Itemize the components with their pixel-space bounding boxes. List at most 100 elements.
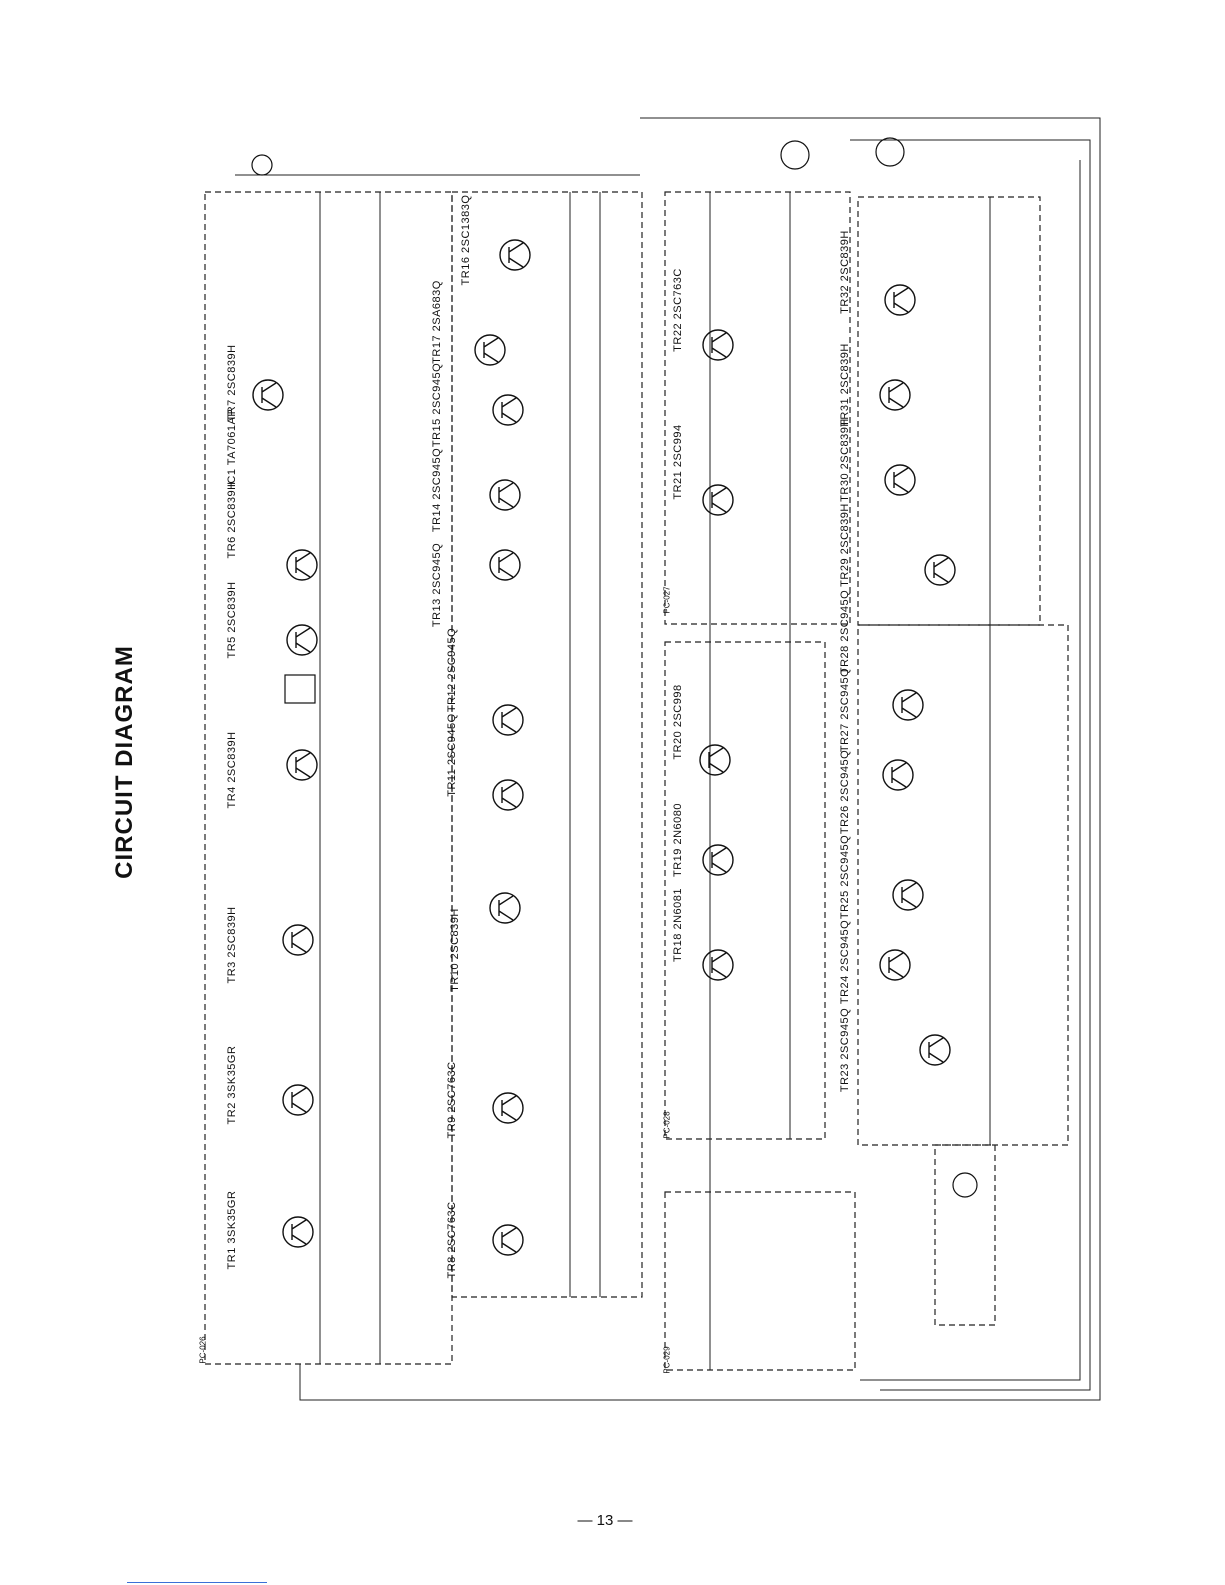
transistor-symbol (879, 949, 911, 981)
transistor-symbol (282, 1216, 314, 1248)
transistor-symbol (884, 464, 916, 496)
filter-symbol (284, 674, 316, 704)
transistor-symbol (282, 924, 314, 956)
transistor-leads (483, 337, 499, 363)
component-label: TR18 2N6081 (672, 888, 684, 962)
component-label: TR27 2SC945Q (839, 667, 851, 753)
transistor-leads (888, 382, 904, 408)
transistor-leads (893, 287, 909, 313)
transistor-symbol (879, 379, 911, 411)
transistor-leads (501, 397, 517, 423)
board-outline-pc028 (664, 641, 826, 1140)
transistor-leads (711, 487, 727, 513)
component-label: TR11 2SC945Q (446, 713, 458, 797)
transistor-symbol (882, 759, 914, 791)
board-outline-main (451, 191, 643, 1298)
component-label: TR25 2SC945Q (839, 834, 851, 920)
transistor-leads (891, 762, 907, 788)
component-label: TR31 2SC839H (839, 343, 851, 427)
transistor-symbol (699, 744, 731, 776)
transistor-leads (291, 1219, 307, 1245)
component-label: TR26 2SC945Q (839, 749, 851, 835)
transistor-symbol (286, 549, 318, 581)
board-outline-right-lower (857, 624, 1069, 1146)
board-outline-pc027 (664, 191, 851, 625)
transistor-leads (711, 332, 727, 358)
component-label: TR16 2SC1383Q (460, 194, 472, 286)
transistor-leads (295, 552, 311, 578)
board-outline-mic (934, 1144, 996, 1326)
diagram-title: CIRCUIT DIAGRAM (111, 645, 138, 879)
component-label: TR12 2SC945Q (446, 627, 458, 713)
transistor-leads (508, 242, 524, 268)
transistor-symbol (474, 334, 506, 366)
transistor-symbol (702, 484, 734, 516)
component-label: TR2 3SK35GR (226, 1045, 238, 1125)
transistor-leads (501, 707, 517, 733)
component-label: TR13 2SC945Q (431, 542, 443, 628)
footer-link-underline (127, 1582, 267, 1583)
board-outline-pc026 (204, 191, 453, 1365)
component-label: TR21 2SC994 (672, 424, 684, 500)
component-label: TR1 3SK35GR (226, 1190, 238, 1270)
transistor-leads (901, 692, 917, 718)
transistor-leads (498, 552, 514, 578)
transistor-leads (708, 747, 724, 773)
board-label: PC-029 (662, 1346, 672, 1374)
transistor-symbol (492, 1224, 524, 1256)
board-label: PC-028 (662, 1111, 672, 1139)
board-outline-pc029 (664, 1191, 856, 1371)
transistor-leads (261, 382, 277, 408)
component-label: TR5 2SC839H (226, 581, 238, 659)
page-number: — 13 — (577, 1512, 633, 1529)
component-label: TR28 2SC945Q (839, 589, 851, 675)
transistor-leads (711, 952, 727, 978)
transistor-leads (933, 557, 949, 583)
transistor-symbol (489, 549, 521, 581)
transistor-symbol (702, 329, 734, 361)
component-label: TR20 2SC998 (672, 684, 684, 760)
component-label: TR10 2SC839H (449, 908, 461, 992)
connector-symbol (875, 137, 905, 167)
board-label: PC-026 (198, 1336, 208, 1364)
transistor-leads (291, 1087, 307, 1113)
transistor-leads (893, 467, 909, 493)
transistor-leads (498, 482, 514, 508)
transistor-symbol (702, 949, 734, 981)
transistor-leads (888, 952, 904, 978)
transistor-symbol (884, 284, 916, 316)
transistor-symbol (282, 1084, 314, 1116)
transistor-symbol (492, 779, 524, 811)
component-label: TR29 2SC839H (839, 503, 851, 587)
transistor-leads (498, 895, 514, 921)
component-label: TR9 2SC763C (446, 1061, 458, 1139)
component-label: TR24 2SC945Q (839, 919, 851, 1005)
transistor-leads (928, 1037, 944, 1063)
transistor-leads (501, 782, 517, 808)
transistor-symbol (924, 554, 956, 586)
transistor-symbol (252, 379, 284, 411)
transistor-symbol (702, 844, 734, 876)
transistor-symbol (892, 689, 924, 721)
component-label: TR19 2N6080 (672, 803, 684, 877)
transistor-symbol (892, 879, 924, 911)
component-label: TR23 2SC945Q (839, 1007, 851, 1093)
board-outline-right (857, 196, 1041, 626)
meter-symbol (251, 154, 273, 176)
component-label: TR6 2SC839H (226, 481, 238, 559)
mic-symbol (952, 1172, 978, 1198)
transistor-symbol (492, 704, 524, 736)
transistor-symbol (492, 1092, 524, 1124)
transistor-leads (501, 1095, 517, 1121)
component-label: TR17 2SA683Q (431, 280, 443, 364)
transistor-symbol (919, 1034, 951, 1066)
transistor-leads (295, 627, 311, 653)
component-label: TR22 2SC763C (672, 268, 684, 352)
component-label: TR3 2SC839H (226, 906, 238, 984)
component-label: TR8 2SC763C (446, 1201, 458, 1279)
component-label: TR30 2SC839H (839, 418, 851, 502)
transistor-symbol (286, 624, 318, 656)
transistor-symbol (492, 394, 524, 426)
